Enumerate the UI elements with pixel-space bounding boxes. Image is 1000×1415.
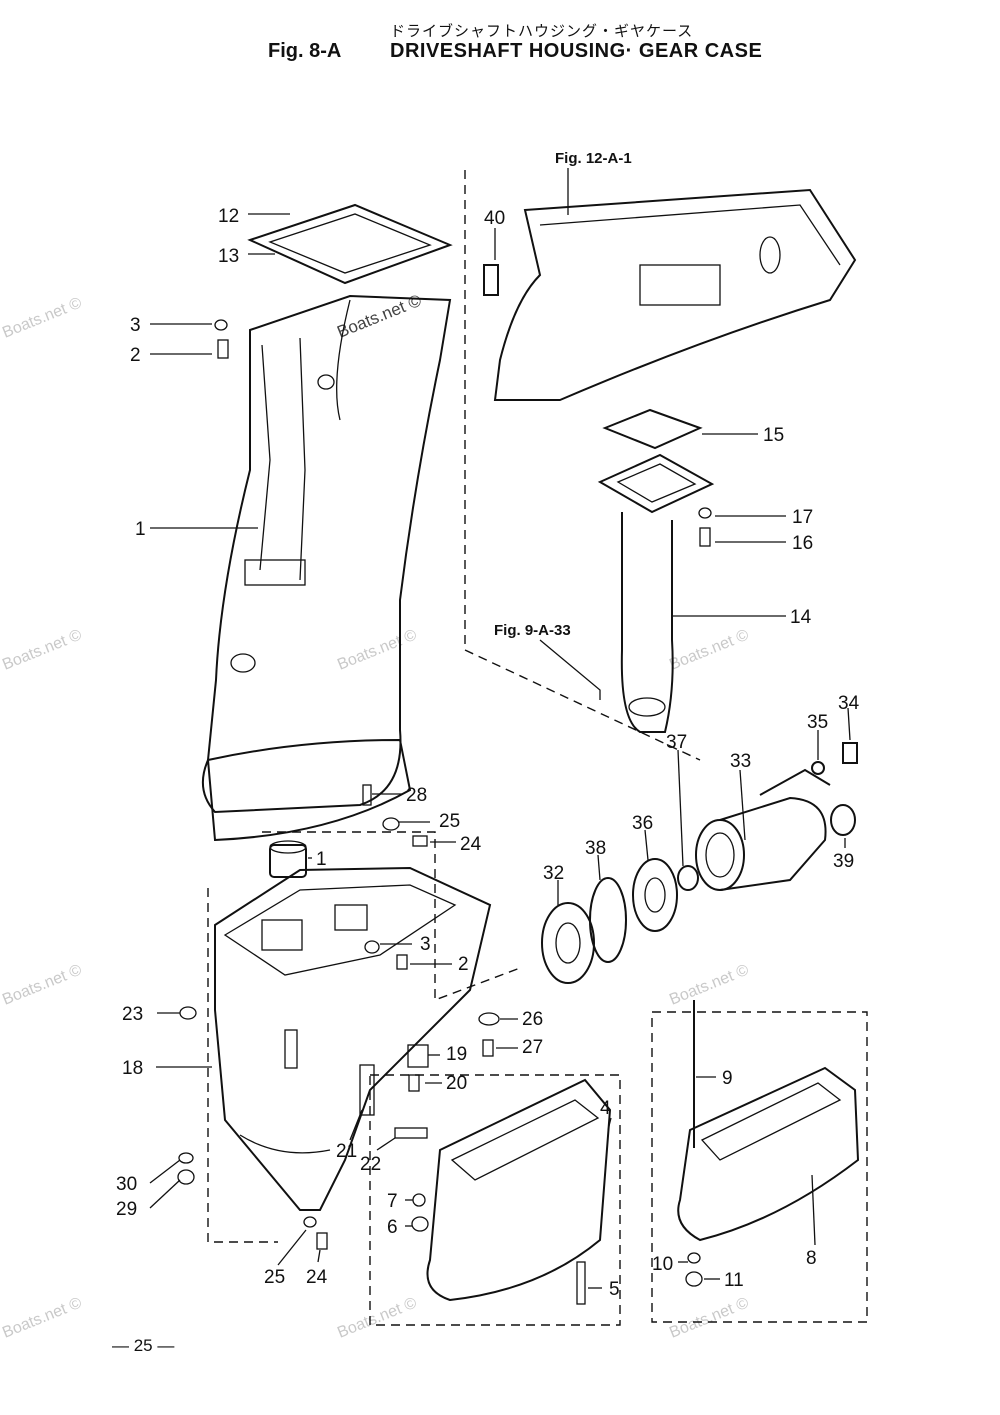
callout-1-bottom: 1: [316, 849, 327, 870]
callout-35: 35: [807, 712, 828, 733]
callout-26: 26: [522, 1009, 543, 1030]
callout-numbers: 12 13 3 2 1 40 15 17 16 14 34 35 33 37 3…: [116, 206, 860, 1300]
callout-13: 13: [218, 246, 239, 267]
callout-36: 36: [632, 813, 653, 834]
watermark-9: Boats.net ©: [667, 1294, 751, 1341]
pump-housing-part-33: [695, 768, 831, 891]
bearing-part-36: [632, 858, 678, 932]
callout-19: 19: [446, 1044, 467, 1065]
callout-9: 9: [722, 1068, 733, 1089]
watermark-2: Boats.net ©: [0, 626, 84, 673]
callout-11: 11: [724, 1270, 744, 1291]
gasket-part-15: [602, 408, 703, 450]
callout-25-lower: 25: [264, 1267, 285, 1288]
callout-27: 27: [522, 1037, 543, 1058]
driveshaft-housing-part-1: [201, 294, 452, 842]
watermark-1: Boats.net ©: [0, 294, 84, 341]
figure-title: DRIVESHAFT HOUSING· GEAR CASE: [390, 40, 763, 62]
callout-34: 34: [838, 693, 860, 714]
ref-fig-12-a-1: Fig. 12-A-1: [555, 150, 632, 167]
callout-39: 39: [833, 851, 854, 872]
gear-case-part-18: [214, 866, 492, 1211]
lower-case-8-frame: [651, 1011, 868, 1323]
callout-2-top: 2: [130, 345, 141, 366]
bushing-part-1: [269, 840, 307, 878]
callout-20: 20: [446, 1073, 467, 1094]
callout-4: 4: [600, 1098, 611, 1119]
watermark-8: Boats.net ©: [667, 961, 751, 1008]
callout-25-upper: 25: [439, 811, 460, 832]
page-number: — 25 —: [112, 1336, 175, 1355]
bottom-cowl: [493, 188, 857, 401]
callout-40: 40: [484, 208, 505, 229]
driveshaft-frame-line: [464, 170, 701, 761]
exhaust-tube-part-14: [597, 453, 715, 733]
japanese-title: ドライブシャフトハウジング・ギヤケース: [390, 22, 694, 40]
callout-3-top: 3: [130, 315, 141, 336]
callout-24-lower: 24: [306, 1267, 328, 1288]
watermark-6: Boats.net ©: [335, 1294, 419, 1341]
gearcase-frame-left: [207, 888, 278, 1243]
callout-5: 5: [609, 1279, 620, 1300]
callout-33: 33: [730, 751, 751, 772]
callout-38: 38: [585, 838, 606, 859]
callout-6: 6: [387, 1217, 398, 1238]
gasket-plate: [247, 203, 453, 285]
callout-23: 23: [122, 1004, 143, 1025]
seal-part-37: [677, 865, 699, 891]
callout-22: 22: [360, 1154, 381, 1175]
o-ring-part-38: [589, 877, 627, 963]
callout-10: 10: [652, 1254, 673, 1275]
callout-14: 14: [790, 607, 812, 628]
callout-12: 12: [218, 206, 239, 227]
gearcase-frame-line: [262, 831, 521, 1002]
watermark-4: Boats.net ©: [0, 1294, 84, 1341]
leader-lines: [149, 168, 851, 1289]
watermark-7: Boats.net ©: [667, 626, 751, 673]
washer-part-35: [811, 761, 825, 775]
callout-21: 21: [336, 1141, 357, 1162]
callout-30: 30: [116, 1174, 137, 1195]
watermark-5: Boats.net ©: [335, 626, 419, 673]
callout-16: 16: [792, 533, 813, 554]
callout-37: 37: [666, 732, 687, 753]
bearing-part-32: [541, 902, 595, 984]
callout-7: 7: [387, 1191, 398, 1212]
lower-case-part-8: [677, 1000, 860, 1242]
callout-15: 15: [763, 425, 784, 446]
ref-fig-9-a-33: Fig. 9-A-33: [494, 622, 571, 639]
callout-2-bottom: 2: [458, 954, 469, 975]
callout-32: 32: [543, 863, 564, 884]
callout-18: 18: [122, 1058, 143, 1079]
callout-28: 28: [406, 785, 427, 806]
watermark-3: Boats.net ©: [0, 961, 84, 1008]
callout-1-top: 1: [135, 519, 146, 540]
callout-3-bottom: 3: [420, 934, 431, 955]
lower-case-part-4: [426, 1078, 612, 1302]
callout-24-upper: 24: [460, 834, 482, 855]
callout-8: 8: [806, 1248, 817, 1269]
bolt-part-34: [842, 742, 858, 764]
seal-part-39: [830, 804, 856, 836]
lower-case-4-frame: [369, 1074, 621, 1326]
callout-17: 17: [792, 507, 813, 528]
callout-29: 29: [116, 1199, 137, 1220]
figure-number: Fig. 8-A: [268, 40, 342, 62]
rubber-mount-part-40: [483, 264, 499, 296]
